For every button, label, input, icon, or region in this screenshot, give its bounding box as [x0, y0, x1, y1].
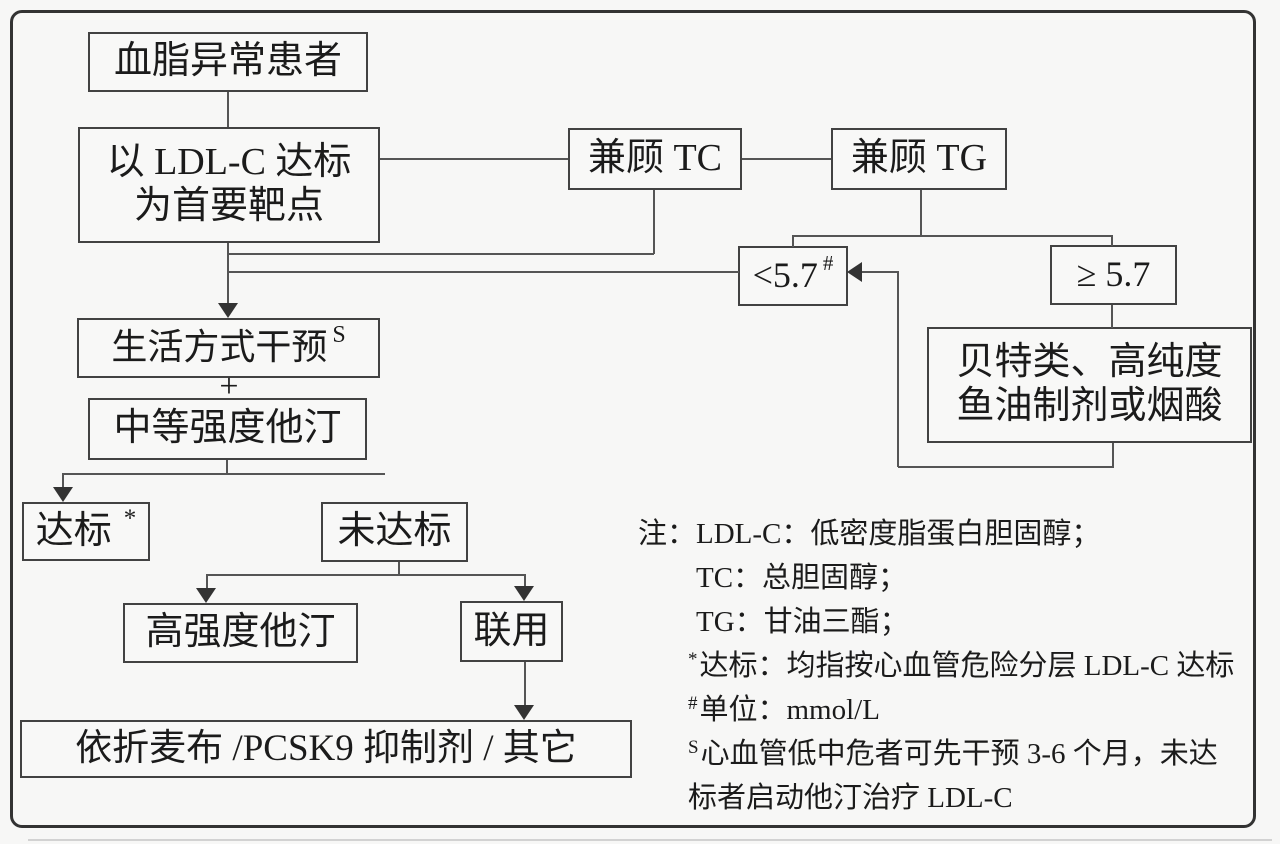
node-ezetimibe-label: 依折麦布 /PCSK9 抑制剂 / 其它 — [75, 727, 577, 769]
node-ezetimibe: 依折麦布 /PCSK9 抑制剂 / 其它 — [20, 720, 632, 778]
node-ge57-label: ≥ 5.7 — [1076, 254, 1151, 295]
arrowhead-into-combo — [514, 586, 534, 601]
outer-frame — [10, 10, 1256, 828]
node-fibrate-line1: 贝特类、高纯度 — [956, 341, 1223, 384]
connector-split-ge57 — [1111, 235, 1113, 246]
connector-split-lt57 — [792, 235, 794, 247]
node-lifestyle: 生活方式干预 S — [77, 318, 380, 378]
node-high-statin: 高强度他汀 — [123, 603, 358, 663]
legend-notes: 注：LDL-C：低密度脂蛋白胆固醇； TC：总胆固醇； TG：甘油三酯； *达标… — [638, 512, 1244, 820]
note-unit: #单位：mmol/L — [638, 688, 1244, 732]
node-ldlc-target: 以 LDL-C 达标 为首要靶点 — [78, 127, 380, 243]
connector-trunk-down — [227, 243, 229, 305]
note-target-def: *达标：均指按心血管危险分层 LDL-C 达标 — [638, 644, 1244, 688]
note-tc: TC：总胆固醇； — [696, 562, 908, 594]
arrowhead-into-high-statin — [196, 588, 216, 603]
node-target-not-met: 未达标 — [321, 502, 468, 562]
note-target-def-text: 达标：均指按心血管危险分层 LDL-C 达标 — [699, 650, 1235, 682]
node-tg-lt57: <5.7 # — [738, 246, 848, 306]
connector-trunk-lt57 — [228, 271, 739, 273]
node-high-statin-label: 高强度他汀 — [145, 611, 336, 654]
node-ldlc-line2: 为首要靶点 — [133, 185, 324, 227]
node-fibrate-line2: 鱼油制剂或烟酸 — [956, 385, 1223, 427]
connector-to-target-met — [62, 473, 64, 489]
connector-ge57-fibrate — [1111, 305, 1113, 328]
arrowhead-into-lifestyle — [218, 303, 238, 318]
connector-to-combo — [524, 574, 526, 587]
connector-tg-down — [920, 190, 922, 236]
connector-tg-split — [793, 235, 1113, 237]
node-lifestyle-label: 生活方式干预 — [111, 327, 328, 368]
connector-to-high-statin — [206, 574, 208, 589]
node-moderate-statin-label: 中等强度他汀 — [113, 407, 342, 450]
node-target-met: 达标 * — [22, 502, 150, 561]
node-tc-label: 兼顾 TC — [587, 137, 723, 180]
note-unit-text: 单位：mmol/L — [699, 694, 880, 726]
node-tc: 兼顾 TC — [568, 128, 742, 190]
node-patient: 血脂异常患者 — [88, 32, 368, 92]
node-tg: 兼顾 TG — [831, 128, 1007, 190]
connector-feedback-left — [861, 271, 898, 273]
connector-notmet-down — [398, 562, 400, 576]
connector-statin-split — [63, 473, 385, 475]
connector-tc-down — [653, 190, 655, 254]
arrowhead-into-lt57 — [847, 262, 862, 282]
note-ldlc: 注：LDL-C：低密度脂蛋白胆固醇； — [638, 518, 1101, 550]
node-lt57-value: <5.7 — [752, 255, 818, 296]
node-target-met-label: 达标 — [35, 509, 112, 552]
plus-connector: + — [219, 368, 239, 405]
note-lifestyle-1: S心血管低中危者可先干预 3-6 个月，未达 — [638, 732, 1244, 776]
note-lifestyle-2: 标者启动他汀治疗 LDL-C — [688, 782, 1013, 814]
connector-feedback-bottom — [898, 466, 1114, 468]
note-tg: TG：甘油三酯； — [696, 606, 909, 638]
connector-tc-branch — [228, 253, 654, 255]
node-ldlc-line1: 以 LDL-C 达标 — [106, 141, 352, 184]
note-target-def-sup: * — [688, 649, 698, 670]
connector-notmet-split — [207, 574, 526, 576]
connector-patient-ldlc — [227, 92, 229, 127]
bottom-edge-line — [28, 839, 1272, 841]
node-combo: 联用 — [460, 601, 563, 662]
node-moderate-statin: 中等强度他汀 — [88, 398, 367, 460]
node-tg-ge57: ≥ 5.7 — [1050, 245, 1177, 305]
connector-statin-down — [226, 460, 228, 475]
connector-combo-down — [524, 662, 526, 707]
node-fibrate: 贝特类、高纯度 鱼油制剂或烟酸 — [927, 327, 1252, 443]
note-unit-sup: # — [688, 693, 698, 714]
node-target-not-met-label: 未达标 — [337, 510, 452, 553]
note-lifestyle-sup: S — [688, 737, 699, 758]
connector-ldlc-tc — [380, 158, 568, 160]
arrowhead-into-ezetimibe — [514, 705, 534, 720]
connector-tc-tg — [742, 158, 831, 160]
node-patient-label: 血脂异常患者 — [113, 40, 342, 83]
node-tg-label: 兼顾 TG — [850, 137, 988, 180]
arrowhead-into-target-met — [53, 487, 73, 502]
node-combo-label: 联用 — [473, 609, 550, 652]
connector-feedback-up — [897, 271, 899, 467]
note-lifestyle-text1: 心血管低中危者可先干预 3-6 个月，未达 — [700, 738, 1218, 770]
connector-fibrate-down — [1112, 443, 1114, 468]
